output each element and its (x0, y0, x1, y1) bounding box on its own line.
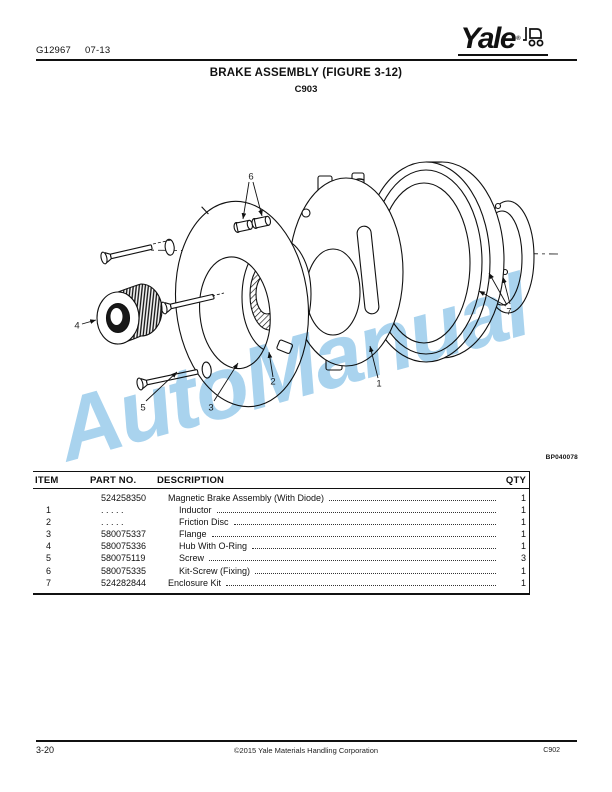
description-col: Kit-Screw (Fixing) (168, 565, 500, 577)
footer-copyright: ©2015 Yale Materials Handling Corporatio… (233, 746, 379, 755)
part-no-cell: 580075119 (101, 553, 146, 564)
part-no-cell: 524258350 (101, 493, 147, 503)
dot-leader (252, 548, 496, 550)
table-body: 524258350 Magnetic Brake Assembly (With … (33, 489, 529, 593)
dot-leader (329, 500, 496, 501)
brake-assembly-drawing (81, 161, 559, 408)
dot-leader (226, 584, 496, 586)
qty-cell: 1 (520, 529, 526, 540)
description-cell: Hub With O-Ring (179, 541, 248, 552)
table-row: 4 580075336 Hub With O-Ring 1 (33, 540, 529, 552)
screw-2 (160, 293, 215, 315)
item-cell: 4 (46, 541, 52, 552)
part-no-cell: 580075336 (101, 541, 147, 552)
parts-table-header: ITEM PART NO. DESCRIPTION QTY (33, 472, 529, 489)
callout-7: 7 (506, 306, 512, 318)
description-cell: Friction Disc (179, 517, 229, 528)
dot-leader (211, 536, 496, 538)
item-cell: 5 (46, 553, 52, 564)
table-row: 7 524282844 Enclosure Kit 1 (33, 577, 529, 589)
brand-logo: Yale® (458, 22, 548, 56)
qty-cell: 1 (520, 505, 526, 516)
date-code: 07-13 (85, 45, 111, 56)
leader-lines (81, 181, 511, 402)
brake-body (288, 172, 404, 371)
description-cell: Inductor (179, 505, 212, 516)
qty-cell: 1 (520, 541, 526, 552)
table-row: 5 580075119 Screw 3 (33, 552, 529, 564)
description-col: Screw (168, 552, 500, 564)
description-cell: Kit-Screw (Fixing) (179, 565, 251, 576)
callout-5: 5 (140, 402, 146, 414)
header-part-no: PART NO. (90, 474, 137, 486)
table-row: 1 . . . . . Inductor 1 (33, 504, 529, 516)
item-cell: 7 (46, 577, 52, 588)
registered-mark: ® (516, 36, 520, 42)
item-cell: 1 (46, 505, 52, 516)
description-cell: Magnetic Brake Assembly (With Diode) (168, 493, 325, 503)
description-col: Flange (168, 528, 500, 540)
part-no-cell: 524282844 (101, 577, 147, 588)
footer-rule (36, 740, 577, 742)
header-description: DESCRIPTION (157, 474, 225, 486)
screw-1 (100, 244, 153, 265)
header-left: G12967 07-13 (36, 45, 124, 56)
description-col: Inductor (168, 504, 500, 516)
part-no-cell: 580075337 (101, 529, 147, 540)
dot-leader (233, 524, 496, 526)
figure-subtitle: C903 (294, 84, 318, 95)
flange (164, 200, 310, 408)
forklift-icon (522, 26, 546, 53)
header-rule (36, 59, 577, 61)
header-qty: QTY (505, 474, 526, 486)
qty-cell: 1 (520, 493, 526, 503)
hub (96, 283, 163, 345)
item-cell: 3 (46, 529, 52, 540)
brand-name: Yale® (460, 22, 520, 55)
fixing-screw-a (233, 219, 254, 233)
qty-cell: 1 (520, 565, 526, 576)
callout-1: 1 (376, 378, 382, 390)
qty-cell: 1 (520, 577, 526, 588)
screw-3 (136, 369, 199, 391)
qty-cell: 1 (520, 517, 526, 528)
callout-4: 4 (74, 320, 80, 332)
page-title: BRAKE ASSEMBLY (FIGURE 3-12) (209, 67, 403, 79)
item-cell: 2 (46, 517, 52, 528)
header-item: ITEM (35, 474, 59, 486)
part-no-cell: . . . . . (101, 505, 124, 516)
parts-table: ITEM PART NO. DESCRIPTION QTY 524258350 … (33, 471, 530, 595)
table-row: 6 580075335 Kit-Screw (Fixing) 1 (33, 565, 529, 577)
description-col: Magnetic Brake Assembly (With Diode) (168, 492, 500, 504)
dot-leader (209, 560, 496, 562)
description-cell: Enclosure Kit (168, 577, 222, 588)
description-col: Hub With O-Ring (168, 540, 500, 552)
doc-number: G12967 (36, 45, 72, 56)
description-cell: Flange (179, 529, 207, 540)
exploded-view-figure: 1 2 3 4 5 6 7 AutoManual BP040078 (30, 140, 582, 480)
dot-leader (255, 572, 496, 574)
part-no-cell: . . . . . (101, 517, 124, 528)
footer-page-number: 3-20 (36, 745, 55, 755)
description-col: Enclosure Kit (168, 577, 500, 589)
item-cell: 6 (46, 565, 52, 576)
description-col: Friction Disc (168, 516, 500, 528)
table-row: 2 . . . . . Friction Disc 1 (33, 516, 529, 528)
callout-2: 2 (270, 376, 276, 388)
table-row: 3 580075337 Flange 1 (33, 528, 529, 540)
figure-code: BP040078 (545, 454, 578, 461)
table-row: 524258350 Magnetic Brake Assembly (With … (33, 492, 529, 504)
callout-6: 6 (248, 171, 254, 183)
qty-cell: 3 (520, 553, 526, 564)
fixing-screw-b (251, 215, 272, 229)
footer-code: C902 (543, 747, 560, 754)
description-cell: Screw (179, 553, 205, 564)
dot-leader (216, 512, 496, 514)
callout-3: 3 (208, 402, 214, 414)
part-no-cell: 580075335 (101, 565, 147, 576)
